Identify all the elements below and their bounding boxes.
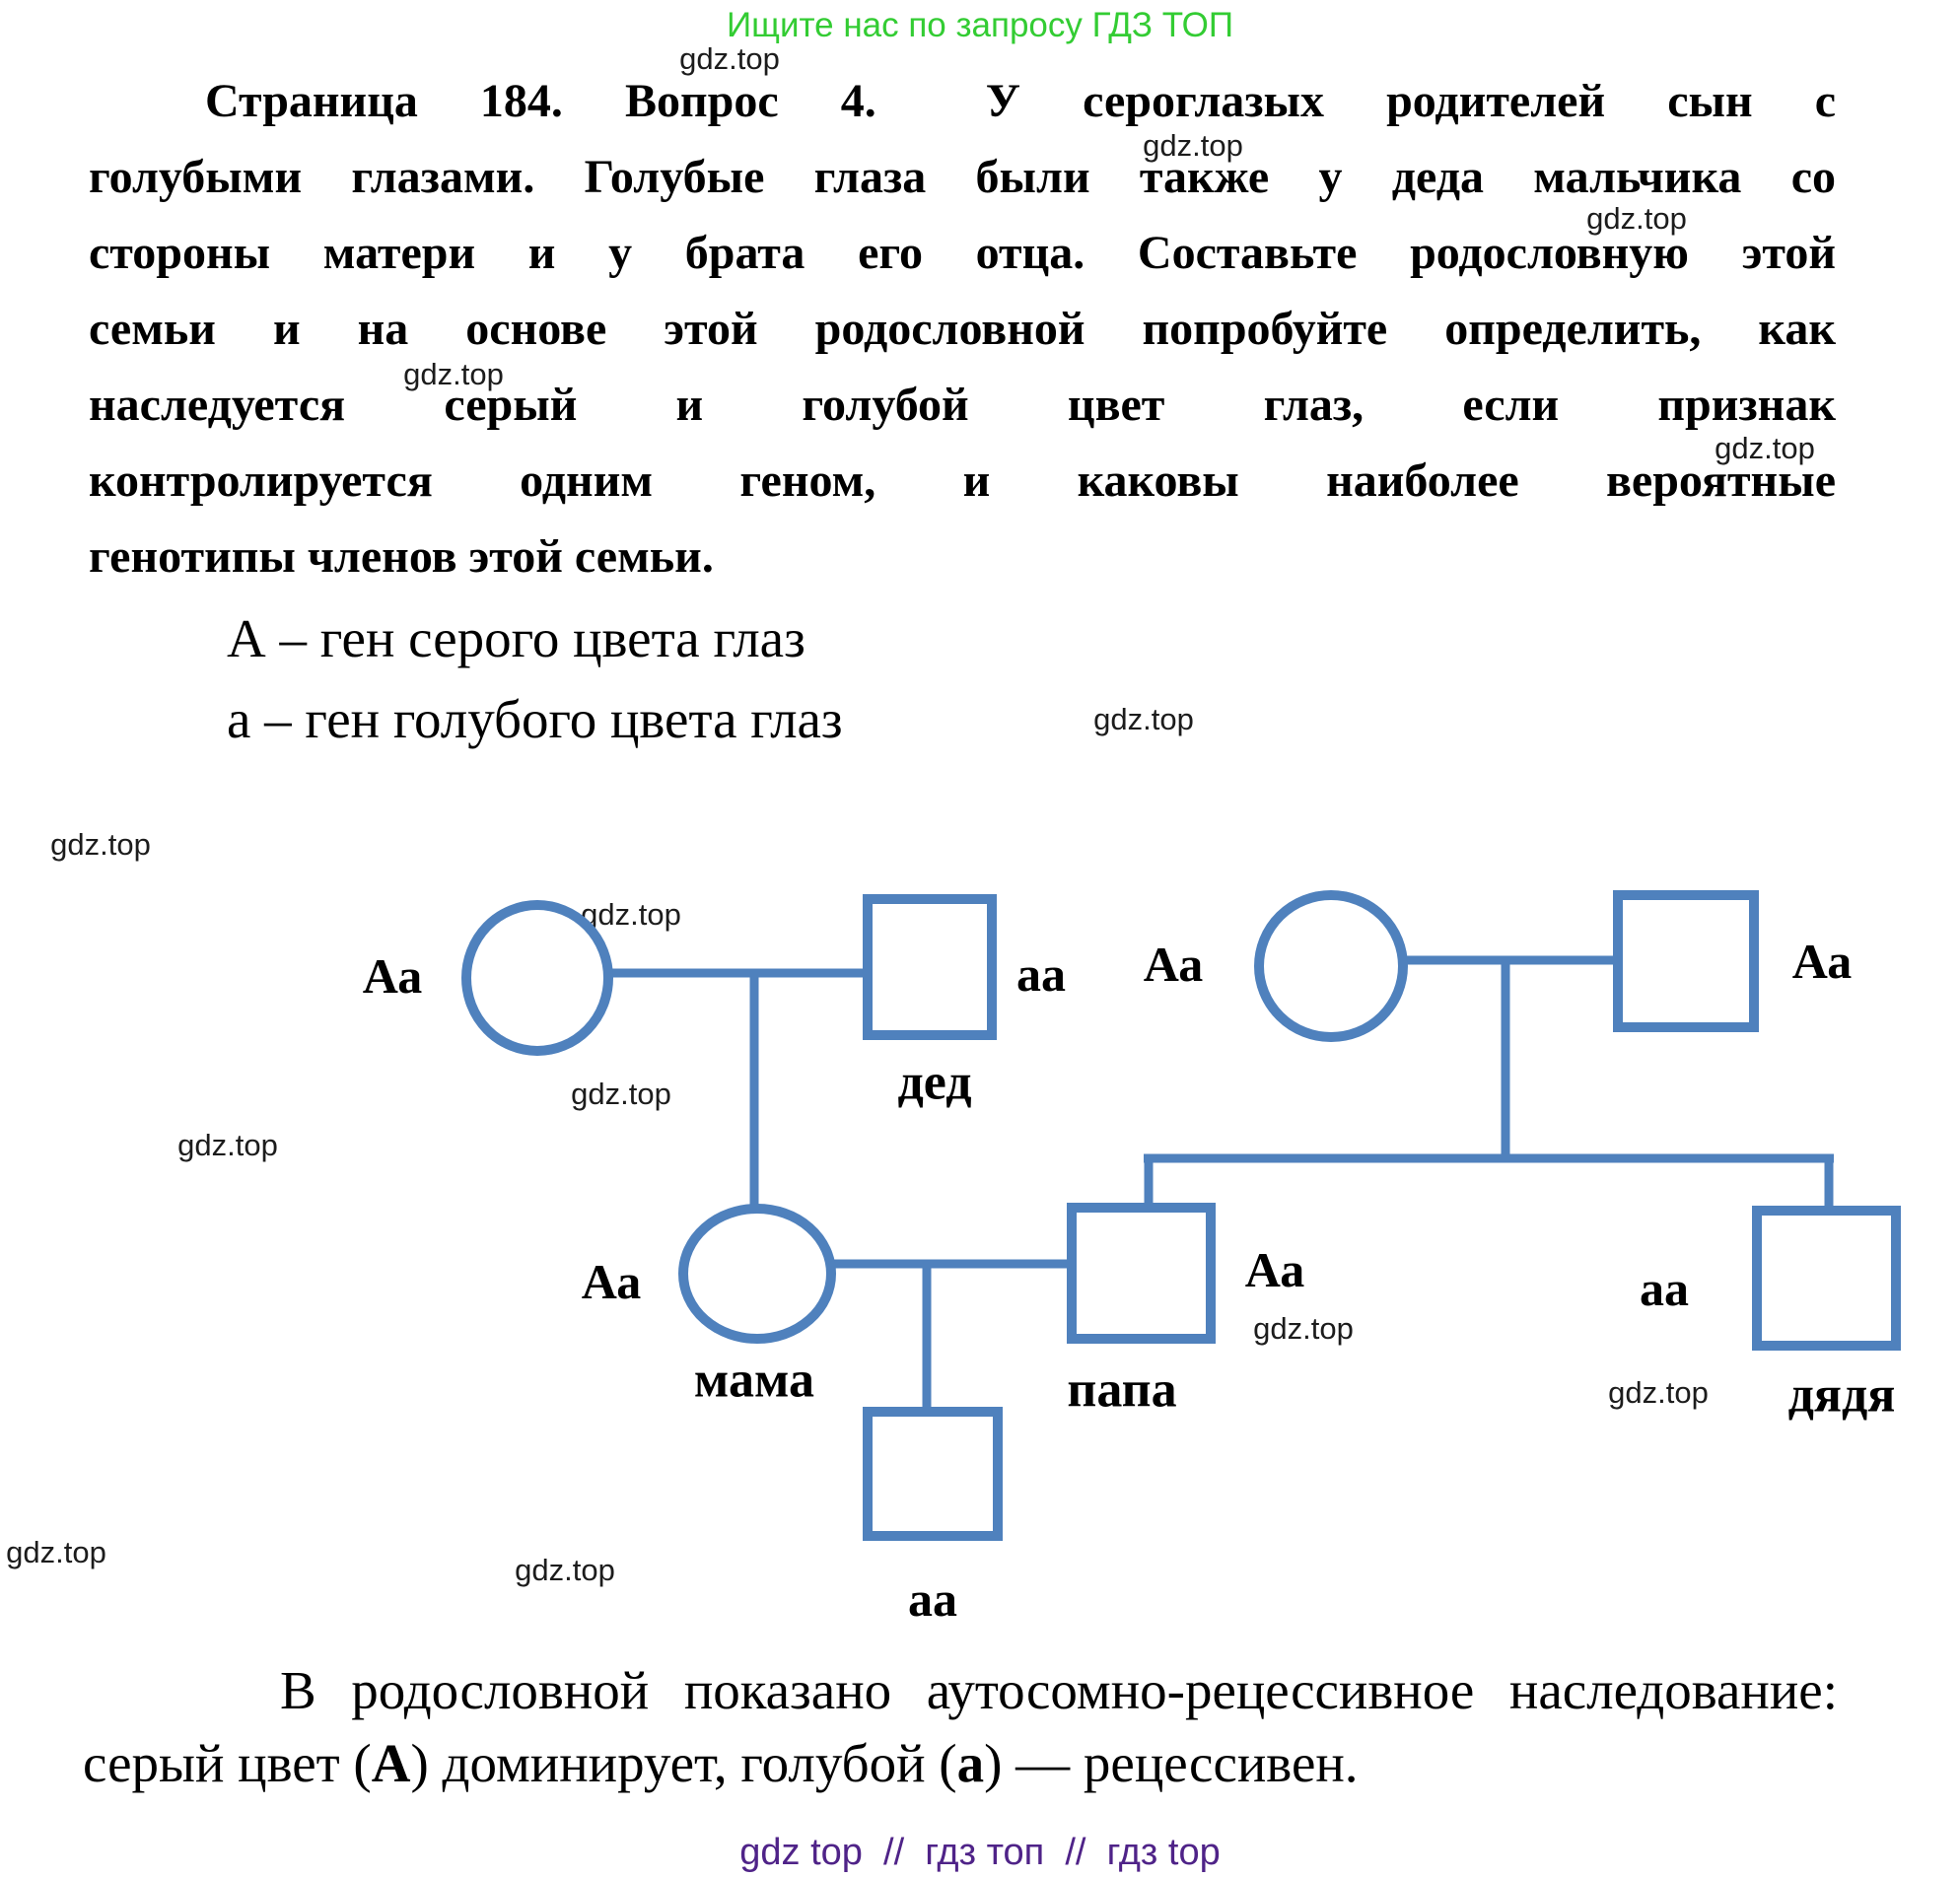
uncle-name: дядя bbox=[1787, 1366, 1896, 1424]
mother-circle bbox=[678, 1204, 836, 1344]
father-genotype: Аа bbox=[1244, 1242, 1305, 1297]
problem-line: семьи и на основе этой родословной попро… bbox=[89, 303, 1836, 355]
legend-recessive-allele: а – ген голубого цвета глаз bbox=[227, 689, 843, 749]
recessive-allele: а bbox=[956, 1733, 985, 1793]
maternal-grandmother-circle bbox=[461, 900, 613, 1056]
dominant-allele: А bbox=[371, 1733, 411, 1793]
problem-line: стороны матери и у брата его отца. Соста… bbox=[89, 227, 1836, 279]
conclusion-segment: ) доминирует, голубой ( bbox=[410, 1733, 957, 1793]
father-name: папа bbox=[1067, 1361, 1177, 1419]
watermark-gdz-top: gdz.top bbox=[1715, 431, 1815, 465]
son-genotype: аа bbox=[908, 1571, 957, 1627]
maternal-grandmother-genotype: Аа bbox=[362, 948, 423, 1004]
uncle-square bbox=[1752, 1206, 1901, 1351]
mother-name: мама bbox=[693, 1352, 815, 1409]
problem-line: контролируется одним геном, и каковы наи… bbox=[89, 454, 1836, 507]
watermark-gdz-top: gdz.top bbox=[581, 897, 681, 932]
watermark-gdz-top: gdz.top bbox=[571, 1077, 671, 1111]
mother-genotype: Аа bbox=[581, 1254, 642, 1309]
watermark-gdz-top: gdz.top bbox=[50, 827, 151, 862]
paternal-grandmother-circle bbox=[1254, 890, 1408, 1042]
conclusion-line-2: серый цвет (А) доминирует, голубой (а) —… bbox=[83, 1727, 1838, 1800]
conclusion-segment: серый цвет ( bbox=[83, 1733, 372, 1793]
conclusion-line-1: В родословной показано аутосомно-рецесси… bbox=[280, 1660, 1838, 1720]
paternal-grandfather-square bbox=[1613, 890, 1759, 1032]
problem-line: голубыми глазами. Голубые глаза были так… bbox=[89, 151, 1836, 203]
watermark-gdz-top: gdz.top bbox=[403, 357, 504, 391]
watermark-gdz-top: gdz.top bbox=[515, 1553, 615, 1587]
watermark-gdz-top: gdz.top bbox=[679, 41, 780, 76]
problem-line: наследуется серый и голубой цвет глаз, е… bbox=[89, 379, 1836, 431]
footer-links: gdz top // гдз топ // гдз top bbox=[739, 1832, 1221, 1873]
watermark-gdz-top: gdz.top bbox=[1586, 201, 1687, 236]
paternal-grandmother-genotype: Аа bbox=[1143, 937, 1204, 992]
problem-line: Страница 184. Вопрос 4. У сероглазых род… bbox=[205, 75, 1836, 127]
conclusion: В родословной показано аутосомно-рецесси… bbox=[83, 1654, 1838, 1800]
watermark-gdz-top: gdz.top bbox=[1608, 1375, 1709, 1410]
watermark-gdz-top: gdz.top bbox=[6, 1535, 106, 1569]
watermark-gdz-top: gdz.top bbox=[177, 1128, 278, 1162]
son-square bbox=[863, 1407, 1003, 1541]
paternal-grandfather-genotype: Аа bbox=[1791, 934, 1853, 989]
maternal-grandfather-name: дед bbox=[897, 1054, 972, 1111]
problem-line: генотипы членов этой семьи. bbox=[89, 530, 714, 583]
conclusion-segment: ) — рецессивен. bbox=[984, 1733, 1359, 1793]
maternal-grandfather-square bbox=[863, 894, 997, 1040]
watermark-gdz-top: gdz.top bbox=[1093, 702, 1194, 736]
watermark-gdz-top: gdz.top bbox=[1143, 128, 1243, 163]
promo-banner: Ищите нас по запросу ГДЗ ТОП bbox=[727, 6, 1233, 44]
uncle-genotype: аа bbox=[1640, 1261, 1689, 1316]
watermark-gdz-top: gdz.top bbox=[1253, 1311, 1354, 1346]
maternal-grandfather-genotype: аа bbox=[1016, 946, 1066, 1002]
problem-statement: Страница 184. Вопрос 4. У сероглазых род… bbox=[89, 63, 1836, 594]
legend-dominant-allele: А – ген серого цвета глаз bbox=[227, 608, 805, 668]
father-square bbox=[1067, 1203, 1216, 1344]
